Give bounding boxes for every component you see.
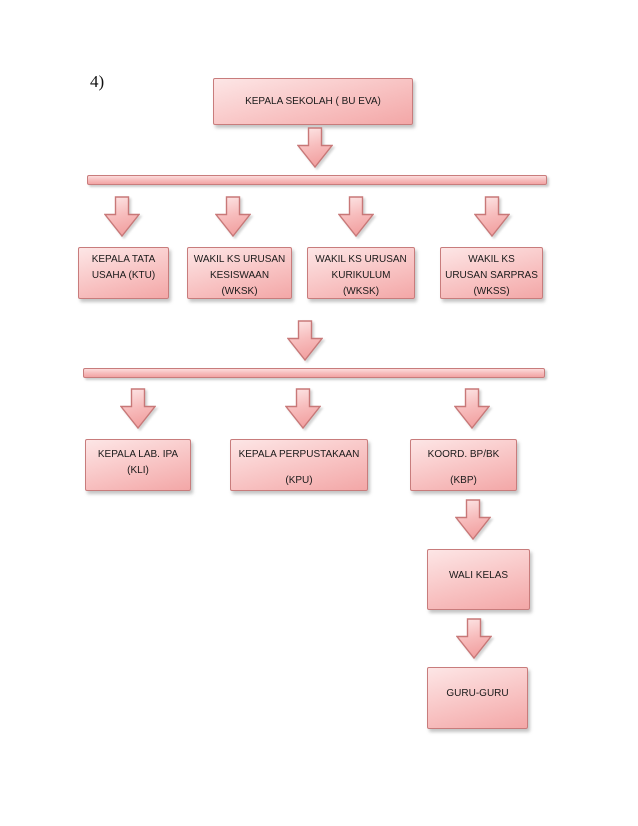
org-box-label: (KBP) xyxy=(450,475,477,486)
org-box-label: KEPALA TATA xyxy=(91,254,156,265)
org-box-label: USAHA (KTU) xyxy=(91,270,156,281)
org-box-wkss-sarpras: WAKIL KS URUSAN SARPRAS (WKSS) xyxy=(440,247,543,299)
org-box-kepala-sekolah: KEPALA SEKOLAH ( BU EVA) xyxy=(213,78,413,125)
org-box-label: WALI KELAS xyxy=(448,569,509,581)
org-box-label: KEPALA LAB. IPA xyxy=(97,449,179,460)
down-arrow-icon xyxy=(104,196,140,237)
down-arrow-icon xyxy=(120,388,156,429)
org-box-ktu: KEPALA TATA USAHA (KTU) xyxy=(78,247,169,299)
org-box-label: KOORD. BP/BK xyxy=(427,449,500,460)
down-arrow-icon xyxy=(455,499,491,540)
down-arrow-icon xyxy=(215,196,251,237)
list-item-label: 4) xyxy=(90,72,105,91)
org-box-label: KEPALA PERPUSTAKAAN xyxy=(238,449,360,460)
org-box-label: (KPU) xyxy=(285,475,313,486)
org-box-label: WAKIL KS URUSAN xyxy=(193,254,286,265)
down-arrow-icon xyxy=(456,618,492,659)
org-box-wksk-kurikulum: WAKIL KS URUSAN KURIKULUM (WKSK) xyxy=(307,247,415,299)
org-box-label: KURIKULUM xyxy=(331,270,391,281)
connector-bar xyxy=(87,175,547,185)
down-arrow-icon xyxy=(285,388,321,429)
down-arrow-icon xyxy=(287,320,323,361)
org-box-label: WAKIL KS xyxy=(468,254,515,265)
org-box-label: (KLI) xyxy=(127,465,149,476)
down-arrow-icon xyxy=(297,127,333,168)
org-box-label: URUSAN SARPRAS xyxy=(445,270,538,281)
org-box-kbp: KOORD. BP/BK (KBP) xyxy=(410,439,517,491)
org-box-wali-kelas: WALI KELAS xyxy=(427,549,530,610)
org-box-label: KESISWAAN xyxy=(209,270,270,281)
org-box-label: (WKSK) xyxy=(342,286,380,297)
org-box-label: (WKSS) xyxy=(473,286,510,297)
org-box-label: KEPALA SEKOLAH ( BU EVA) xyxy=(245,95,381,107)
down-arrow-icon xyxy=(474,196,510,237)
org-box-label: GURU-GURU xyxy=(446,688,509,699)
org-box-label: (WKSK) xyxy=(221,286,258,297)
org-box-kli: KEPALA LAB. IPA (KLI) xyxy=(85,439,191,491)
org-box-kpu: KEPALA PERPUSTAKAAN (KPU) xyxy=(230,439,368,491)
org-box-guru-guru: GURU-GURU xyxy=(427,667,528,729)
down-arrow-icon xyxy=(454,388,490,429)
down-arrow-icon xyxy=(338,196,374,237)
org-box-label: WAKIL KS URUSAN xyxy=(315,254,407,265)
connector-bar xyxy=(83,368,545,378)
org-box-wksk-kesiswaan: WAKIL KS URUSAN KESISWAAN (WKSK) xyxy=(187,247,292,299)
